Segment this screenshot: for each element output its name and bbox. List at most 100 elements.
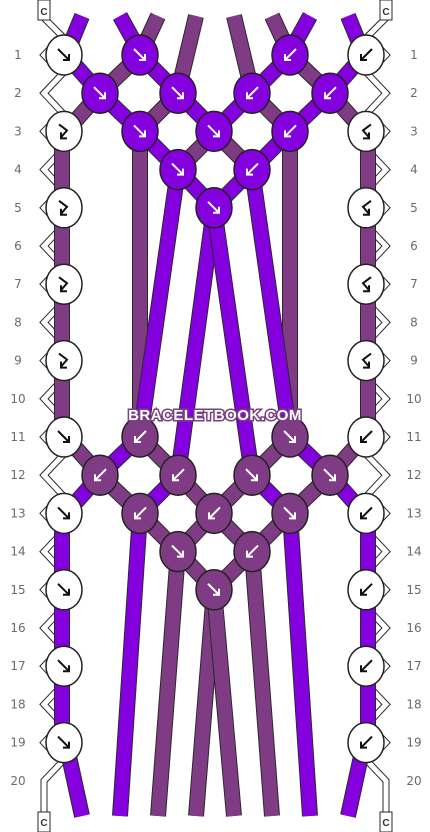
row-number-right: 10 — [406, 392, 421, 406]
edge-cap-bottom-1 — [379, 811, 393, 832]
arrow-down-right-icon — [57, 735, 70, 749]
arrow-down-left-icon — [58, 123, 69, 140]
long-strand-b-center-right — [207, 206, 259, 477]
strand-label-bottom-8: B — [344, 818, 351, 829]
arrow-down-left-icon — [94, 468, 107, 482]
strand-label-top-0: C — [40, 7, 47, 18]
row-number-left: 6 — [14, 239, 22, 253]
row-number-left: 4 — [14, 163, 22, 177]
arrow-down-right-icon — [57, 430, 70, 443]
row-number-left: 10 — [10, 392, 25, 406]
row-number-right: 15 — [406, 583, 421, 597]
arrow-down-right-icon — [171, 86, 184, 100]
row-number-left: 13 — [10, 506, 25, 520]
arrow-down-right-icon — [207, 201, 220, 214]
arrow-down-left-icon — [246, 162, 259, 176]
arrow-down-left-icon — [246, 544, 259, 558]
arrow-down-right-icon — [133, 124, 146, 138]
arrow-down-left-icon — [58, 200, 69, 216]
arrow-down-left-icon — [361, 123, 372, 140]
strand-label-top-4: A — [192, 7, 199, 18]
long-strand-b-center-left — [171, 206, 221, 477]
row-number-right: 2 — [410, 86, 418, 100]
row-number-left: 5 — [14, 201, 22, 215]
edge-cap-top-0 — [37, 0, 51, 21]
strand-label-bottom-7: B — [306, 818, 313, 829]
strand-label-bottom-4: A — [192, 818, 199, 829]
row-number-right: 16 — [406, 621, 421, 635]
long-strand-b-right — [245, 168, 297, 438]
row-number-left: 11 — [10, 430, 25, 444]
row-number-right: 8 — [410, 315, 418, 329]
arrow-down-left-icon — [361, 352, 372, 369]
thread-bottom-b2 — [113, 512, 147, 817]
row-number-left: 2 — [14, 86, 22, 100]
row-number-left: 16 — [10, 621, 25, 635]
strand-label-bottom-9: C — [382, 818, 389, 829]
arrow-down-right-icon — [245, 468, 258, 482]
row-number-right: 18 — [406, 697, 421, 711]
strand-label-top-2: B — [116, 7, 123, 18]
arrow-down-right-icon — [171, 544, 184, 558]
strand-label-bottom-0: C — [40, 818, 47, 829]
thread-top-a2 — [173, 14, 203, 85]
arrow-down-left-icon — [360, 430, 373, 443]
row-number-left: 19 — [10, 736, 25, 750]
row-number-left: 12 — [10, 468, 25, 482]
arrow-down-right-icon — [207, 583, 220, 596]
row-number-right: 17 — [406, 659, 421, 673]
arrow-down-left-icon — [284, 48, 297, 61]
row-number-right: 7 — [410, 277, 418, 291]
row-number-right: 3 — [410, 124, 418, 138]
arrow-down-right-icon — [171, 162, 184, 176]
arrow-down-left-icon — [208, 506, 221, 520]
row-number-left: 17 — [10, 659, 25, 673]
knot-layer — [45, 34, 385, 764]
row-number-right: 5 — [410, 201, 418, 215]
arrow-down-right-icon — [57, 48, 70, 61]
strand-label-top-1: B — [78, 7, 85, 18]
arrow-down-right-icon — [207, 124, 220, 138]
strand-label-top-3: A — [154, 7, 161, 18]
arrow-down-right-icon — [93, 86, 106, 100]
row-number-right: 12 — [406, 468, 421, 482]
arrow-down-left-icon — [360, 506, 373, 520]
arrow-down-right-icon — [57, 506, 70, 520]
row-number-left: 3 — [14, 124, 22, 138]
row-number-left: 1 — [14, 48, 22, 62]
row-number-left: 8 — [14, 315, 22, 329]
row-number-left: 7 — [14, 277, 22, 291]
thread-bottom-a3 — [207, 589, 241, 817]
strand-label-bottom-5: A — [230, 818, 237, 829]
strand-label-bottom-2: B — [116, 818, 123, 829]
arrow-down-right-icon — [283, 430, 296, 443]
row-number-left: 15 — [10, 583, 25, 597]
arrow-down-left-icon — [360, 48, 373, 61]
strand-label-bottom-6: A — [268, 818, 275, 829]
arrow-down-right-icon — [323, 468, 336, 482]
edge-knot-left-row-9 — [45, 339, 83, 382]
row-number-right: 1 — [410, 48, 418, 62]
edge-knot-right-row-7 — [347, 263, 385, 305]
arrow-down-left-icon — [134, 430, 147, 443]
strand-label-top-9: C — [382, 7, 389, 18]
arrow-down-left-icon — [284, 124, 297, 138]
edge-cap-bottom-0 — [37, 811, 51, 832]
arrow-down-right-icon — [283, 506, 296, 520]
arrow-down-right-icon — [57, 583, 70, 596]
row-number-right: 14 — [406, 545, 421, 559]
strand-label-bottom-1: B — [78, 818, 85, 829]
arrow-down-right-icon — [133, 48, 146, 61]
row-number-right: 6 — [410, 239, 418, 253]
long-strand-b-left — [133, 168, 185, 438]
row-number-right: 13 — [406, 506, 421, 520]
thread-bottom-a4 — [245, 551, 279, 817]
arrow-down-left-icon — [58, 352, 69, 369]
arrow-down-left-icon — [134, 506, 147, 520]
row-number-left: 14 — [10, 545, 25, 559]
arrow-down-left-icon — [324, 86, 337, 100]
thread-top-a3 — [227, 14, 257, 85]
edge-knot-right-row-3 — [347, 110, 385, 153]
arrow-down-left-icon — [58, 276, 69, 293]
